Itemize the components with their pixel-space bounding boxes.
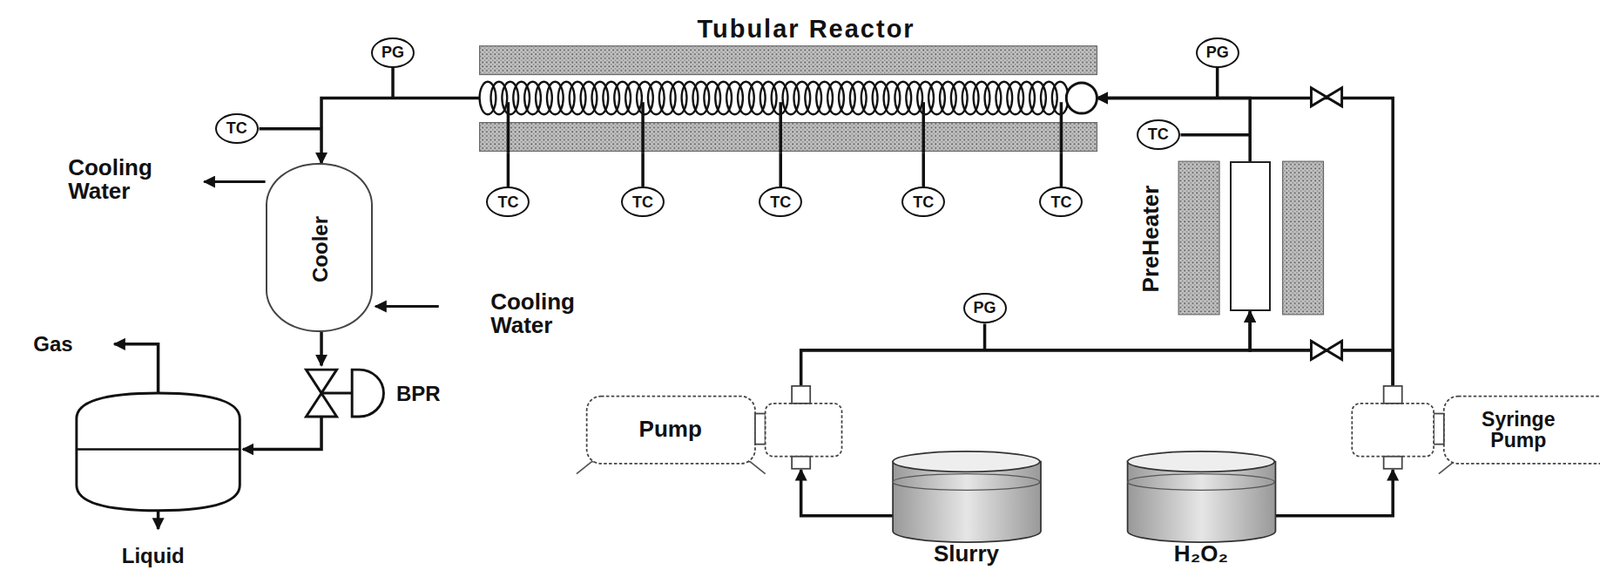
pipe-connector [1059, 153, 1064, 188]
node-label: Cooler [309, 215, 331, 282]
gauge-tap [983, 323, 987, 350]
node-label: PG [973, 299, 997, 317]
pipe-connector [321, 98, 480, 164]
thermowell [506, 101, 511, 154]
node-label: PG [1206, 44, 1229, 61]
node-label: PG [381, 44, 405, 61]
slurry-pump: Pump [587, 385, 844, 470]
pump-nozzle [1383, 385, 1403, 404]
sensor-tap [259, 127, 322, 131]
liquid-surface [892, 473, 1040, 491]
water-outlet [203, 180, 265, 183]
pipe [319, 331, 324, 366]
thermocouple: TC [621, 186, 665, 217]
coil-end [1066, 82, 1097, 114]
pipe-connector [801, 310, 1250, 386]
pressure-gauge: PG [1195, 37, 1240, 68]
node-label: TC [632, 194, 654, 211]
thermocouple: TC [215, 113, 259, 144]
tank-rim [892, 451, 1040, 472]
water-inlet [375, 304, 439, 308]
pipe-connector [506, 153, 511, 188]
gauge-tap [1215, 67, 1220, 98]
slurry-tank: Slurry [892, 451, 1041, 543]
heater-plate [479, 122, 1098, 152]
node-label: Pump [639, 418, 703, 442]
thermocouple: TC [1039, 186, 1083, 217]
pump-head [765, 403, 843, 457]
bpr-actuator [351, 369, 384, 417]
thermowell [922, 101, 926, 154]
pipe-connector [1249, 310, 1393, 386]
separator-vessel [76, 392, 240, 511]
syringe-pump: Syringe Pump [1349, 385, 1594, 470]
node-label: TC [226, 120, 248, 137]
pump-nozzle [791, 385, 811, 404]
cooler-vessel: Cooler [265, 162, 373, 331]
pump-coupling [755, 413, 766, 445]
thermowell [778, 101, 783, 154]
gas-outlet [114, 344, 158, 393]
pump-motor [587, 396, 756, 464]
node-label: TC [1147, 126, 1169, 143]
pipe-connector [1275, 469, 1393, 516]
thermowell [641, 101, 645, 154]
annotation: Liquid [121, 545, 185, 568]
pipe-connector [801, 469, 893, 516]
sensor-tap [1180, 133, 1250, 137]
preheater: PreHeater [1229, 161, 1271, 311]
pipe [243, 416, 322, 449]
liquid-outlet [156, 510, 161, 529]
pump-head [1351, 403, 1434, 457]
slurry-tank [892, 461, 1041, 543]
node-label: Slurry [933, 541, 1000, 566]
thermocouple: TC [758, 186, 803, 217]
liquid-surface [1127, 473, 1276, 491]
heater-plate [1178, 161, 1220, 315]
node-label: H₂O₂ [1174, 541, 1229, 566]
annotation: Gas [33, 332, 73, 355]
annotation: Cooling Water [490, 289, 575, 338]
node-label: PreHeater [1140, 184, 1164, 292]
reactor-coil [479, 81, 1069, 115]
heater-plate [1282, 161, 1324, 315]
pump-nozzle [791, 456, 811, 469]
thermocouple: TC [1136, 119, 1181, 150]
tubular-reactor: Tubular Reactor [479, 46, 1098, 154]
pump-motor [1444, 396, 1600, 464]
pipe-connector [778, 153, 783, 188]
thermowell [1059, 101, 1064, 154]
tank-rim [1127, 451, 1276, 472]
pipe-connector [921, 153, 925, 188]
node-label: TC [769, 194, 791, 211]
heater-plate [479, 46, 1098, 75]
node-label: TC [497, 194, 519, 211]
pipe-connector [1096, 98, 1250, 163]
gauge-tap [391, 67, 395, 98]
pump-coupling [1433, 413, 1445, 445]
pressure-gauge: PG [371, 37, 415, 68]
bpr-stem [321, 391, 352, 395]
node-label: Tubular Reactor [696, 15, 915, 42]
node-label: TC [912, 194, 934, 211]
node-label: TC [1050, 194, 1072, 211]
valve-symbol [1310, 87, 1342, 107]
annotation: BPR [396, 383, 441, 406]
liquid-level [76, 447, 240, 450]
pipe-connector [641, 153, 645, 188]
peroxide-tank: H₂O₂ [1127, 451, 1276, 543]
peroxide-tank [1127, 461, 1276, 543]
thermocouple: TC [486, 186, 530, 217]
node-label: Syringe Pump [1481, 408, 1555, 451]
pump-nozzle [1383, 456, 1403, 469]
thermocouple: TC [901, 186, 946, 217]
valve-symbol [1310, 340, 1342, 359]
pressure-gauge: PG [963, 292, 1007, 324]
pipe-connector [1096, 98, 1393, 386]
annotation: Cooling Water [67, 155, 153, 204]
